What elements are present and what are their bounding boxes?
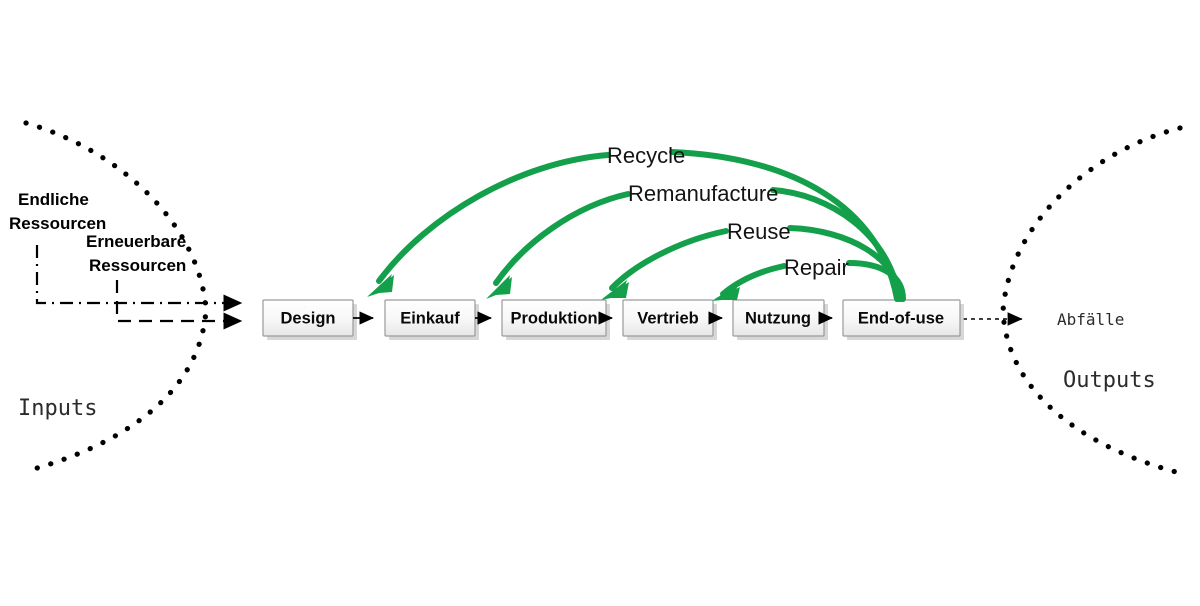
outputs-region-label: Outputs bbox=[1063, 368, 1156, 393]
loop-label-reuse: Reuse bbox=[727, 219, 791, 244]
endliche-ressourcen-line1: Endliche bbox=[18, 190, 89, 209]
endliche-ressourcen-connector bbox=[35, 245, 243, 312]
outputs-boundary-arc bbox=[1000, 125, 1183, 475]
loop-label-remanufacture: Remanufacture bbox=[628, 181, 778, 206]
stage-box-einkauf[interactable]: Einkauf bbox=[384, 299, 479, 340]
stage-label: Design bbox=[280, 309, 335, 327]
stage-box-nutzung[interactable]: Nutzung bbox=[732, 299, 828, 340]
erneuerbare-ressourcen-line2: Ressourcen bbox=[89, 256, 186, 275]
loop-arrow-reuse: Reuse bbox=[601, 219, 904, 302]
stage-label: Produktion bbox=[510, 309, 597, 327]
loop-arrow-repair: Repair bbox=[712, 255, 906, 302]
loop-label-recycle: Recycle bbox=[607, 143, 685, 168]
stage-label: Vertrieb bbox=[637, 309, 698, 327]
loop-label-repair: Repair bbox=[784, 255, 849, 280]
stage-label: Einkauf bbox=[400, 309, 460, 327]
erneuerbare-ressourcen-connector bbox=[115, 280, 243, 330]
erneuerbare-ressourcen-line1: Erneuerbare bbox=[86, 232, 186, 251]
stage-box-produktion[interactable]: Produktion bbox=[501, 299, 610, 340]
stage-label: Nutzung bbox=[745, 309, 811, 327]
stage-label: End-of-use bbox=[858, 309, 944, 327]
inputs-region-label: Inputs bbox=[18, 396, 97, 421]
endliche-ressourcen-line2: Ressourcen bbox=[9, 214, 106, 233]
abfaelle-label: Abfälle bbox=[1057, 310, 1124, 329]
stage-box-end-of-use[interactable]: End-of-use bbox=[842, 299, 964, 340]
stage-box-vertrieb[interactable]: Vertrieb bbox=[622, 299, 717, 340]
stage-box-design[interactable]: Design bbox=[262, 299, 357, 340]
